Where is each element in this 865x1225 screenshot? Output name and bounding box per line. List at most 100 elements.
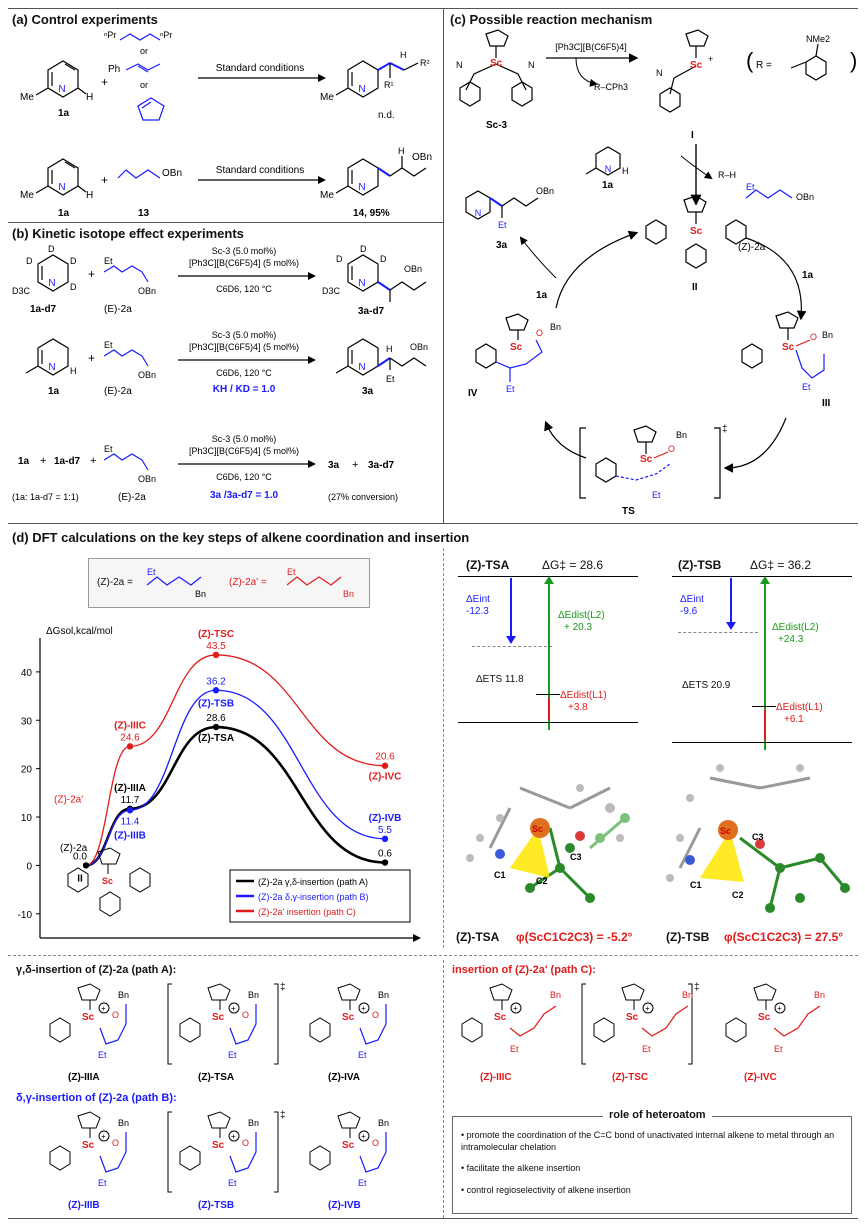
svg-text:ⁿPr: ⁿPr xyxy=(104,30,116,40)
svg-text:+: + xyxy=(777,1004,782,1013)
svg-text:Bn: Bn xyxy=(682,990,693,1000)
product-14 xyxy=(335,156,427,196)
tsb-dg: ΔG‡ = 36.2 xyxy=(750,558,812,572)
path-b-title: δ,γ-insertion of (Z)-2a (path B): xyxy=(16,1092,177,1104)
svg-text:Bn: Bn xyxy=(550,322,561,332)
svg-text:H: H xyxy=(86,190,93,201)
complex-II-sketch: Sc xyxy=(67,847,151,917)
svg-text:Sc: Sc xyxy=(82,1140,95,1151)
svg-text:Sc-3 (5.0 mol%): Sc-3 (5.0 mol%) xyxy=(212,434,277,444)
svg-text:R²: R² xyxy=(420,58,430,68)
svg-text:Bn: Bn xyxy=(343,589,354,599)
arrow-cycle-2 xyxy=(723,417,787,473)
panel-a-title: (a) Control experiments xyxy=(12,12,158,27)
product-3a xyxy=(465,190,539,220)
role-item-2: • facilitate the alkene insertion xyxy=(461,1163,581,1173)
svg-text:3a: 3a xyxy=(496,240,508,251)
svg-text:+: + xyxy=(101,1132,106,1141)
svg-text:N: N xyxy=(358,278,365,289)
stage-label: (Z)-IIIB xyxy=(114,830,146,841)
nd-label: n.d. xyxy=(378,110,395,121)
svg-text:Sc: Sc xyxy=(82,1012,95,1023)
n-atom: N xyxy=(58,84,65,95)
svg-text:C6D6, 120 °C: C6D6, 120 °C xyxy=(216,472,272,482)
svg-text:Sc: Sc xyxy=(212,1012,225,1023)
svg-text:N: N xyxy=(48,278,55,289)
sc-atom-sc3: Sc xyxy=(490,58,503,69)
divider-vertical-top xyxy=(443,8,444,523)
y-tick-label: -10 xyxy=(18,910,33,921)
divider-d-e xyxy=(8,955,858,956)
svg-text:3a /3a-d7 = 1.0: 3a /3a-d7 = 1.0 xyxy=(210,490,279,501)
tsb-dihedral: φ(ScC1C2C3) = 27.5° xyxy=(724,930,844,944)
complex-TS xyxy=(595,425,671,483)
stage-label: (Z)-IIIC xyxy=(114,720,146,731)
tsa-dg: ΔG‡ = 28.6 xyxy=(542,558,604,572)
svg-text:Et: Et xyxy=(652,490,661,500)
svg-text:Et: Et xyxy=(104,256,113,266)
stage-label: (Z)-IVC xyxy=(369,772,402,783)
svg-text:(Z)-IVC: (Z)-IVC xyxy=(744,1072,777,1083)
x-axis-arrow xyxy=(413,934,421,942)
svg-text:Et: Et xyxy=(386,374,395,384)
tsb-energy-box: (Z)-TSB ΔG‡ = 36.2 ΔEint -9.6 ΔEdist(L2)… xyxy=(668,556,858,750)
y-tick-label: 30 xyxy=(21,716,33,727)
svg-text:Bn: Bn xyxy=(676,430,687,440)
svg-text:N: N xyxy=(48,362,55,373)
svg-text:Sc-3 (5.0 mol%): Sc-3 (5.0 mol%) xyxy=(212,330,277,340)
svg-text:(E)-2a: (E)-2a xyxy=(118,492,146,503)
svg-text:Et: Et xyxy=(228,1178,237,1188)
svg-text:R–H: R–H xyxy=(718,170,736,180)
label-1a-d7: 1a-d7 xyxy=(30,304,57,315)
label-IV: IV xyxy=(468,388,478,399)
svg-text:+: + xyxy=(90,455,96,467)
cond-a1: Standard conditions xyxy=(216,63,304,74)
svg-text:ⁿPr: ⁿPr xyxy=(160,30,172,40)
svg-text:Bn: Bn xyxy=(378,990,389,1000)
svg-text:D: D xyxy=(380,254,387,264)
svg-text:OBn: OBn xyxy=(138,474,156,484)
svg-text:O: O xyxy=(372,1010,379,1020)
tsb-box-title: (Z)-TSB xyxy=(678,558,722,572)
series-line xyxy=(85,654,386,867)
y-tick-label: 0 xyxy=(26,861,32,872)
stage-label: (Z)-IIIA xyxy=(114,783,146,794)
svg-text:C6D6, 120 °C: C6D6, 120 °C xyxy=(216,368,272,378)
svg-text:Sc: Sc xyxy=(494,1012,507,1023)
svg-text:Bn: Bn xyxy=(550,990,561,1000)
label-III: III xyxy=(822,398,831,409)
path-c-title: insertion of (Z)-2a' (path C): xyxy=(452,964,596,976)
svg-text:Sc: Sc xyxy=(690,226,703,237)
svg-text:D: D xyxy=(70,256,77,266)
svg-text:H: H xyxy=(386,344,393,354)
svg-text:+: + xyxy=(513,1004,518,1013)
role-item-1: • promote the coordination of the C=C bo… xyxy=(461,1130,835,1152)
svg-text:OBn: OBn xyxy=(138,286,156,296)
svg-text:C2: C2 xyxy=(732,890,744,900)
me-label: Me xyxy=(20,92,34,103)
svg-text:1a-d7: 1a-d7 xyxy=(54,456,81,467)
svg-text:Bn: Bn xyxy=(378,1118,389,1128)
top-border xyxy=(8,8,858,9)
data-point-II xyxy=(82,862,90,869)
svg-text:OBn: OBn xyxy=(796,192,814,202)
svg-text:(Z)-IVA: (Z)-IVA xyxy=(328,1072,360,1083)
role-box: role of heteroatom • promote the coordin… xyxy=(452,1109,852,1214)
molecule-render-tsa: Sc C1 C2 C3 xyxy=(466,784,630,903)
or-1: or xyxy=(140,46,148,56)
stage-label: (Z)-TSB xyxy=(198,698,234,709)
svg-text:Sc: Sc xyxy=(640,454,653,465)
svg-text:+: + xyxy=(101,75,108,89)
svg-text:Et: Et xyxy=(746,182,755,192)
label-II: II xyxy=(692,282,698,293)
svg-text:Et: Et xyxy=(287,567,296,577)
panel-d-title: (d) DFT calculations on the key steps of… xyxy=(12,530,470,545)
svg-text:C2: C2 xyxy=(536,876,548,886)
svg-text:1a: 1a xyxy=(48,386,60,397)
role-item-3: • control regioselectivity of alkene ins… xyxy=(461,1185,631,1195)
svg-text:N: N xyxy=(656,68,663,78)
label-z2a-prime: (Z)-2a' xyxy=(54,795,83,806)
svg-text:O: O xyxy=(242,1138,249,1148)
